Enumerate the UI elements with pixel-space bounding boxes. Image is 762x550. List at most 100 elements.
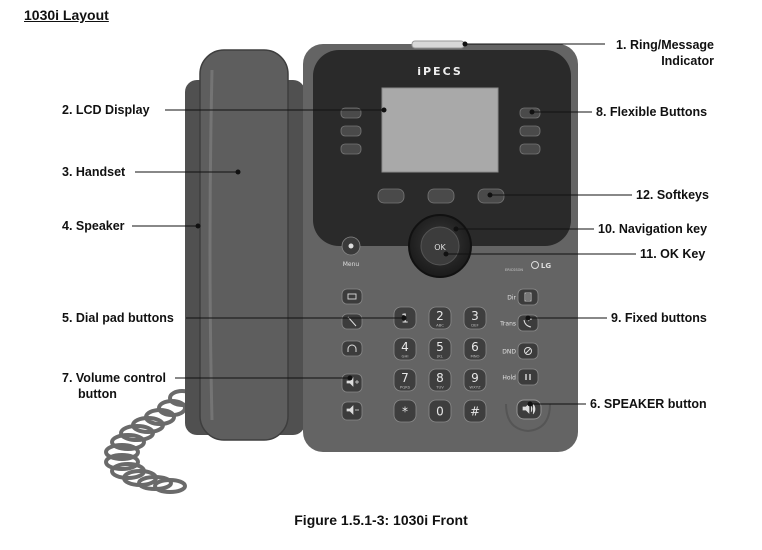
dial-key-digit: 4: [401, 340, 409, 354]
callout-volume-line-2: button: [78, 387, 117, 401]
volume-down-icon: [346, 405, 359, 415]
dot-softkeys: [487, 192, 493, 198]
dial-key-9[interactable]: [463, 368, 487, 392]
dial-key-letters: WXYZ: [469, 385, 481, 390]
ok-key-label: OK: [434, 243, 446, 252]
message-button[interactable]: [341, 288, 363, 305]
callout-softkeys: 12. Softkeys: [636, 188, 709, 202]
callout-navigation: 10. Navigation key: [598, 222, 708, 236]
callout-dots: [195, 41, 535, 407]
dial-key-2[interactable]: [428, 306, 452, 330]
dial-key-digit: 7: [401, 371, 409, 385]
callout-ring-line-2: Indicator: [661, 54, 714, 68]
dot-speaker: [195, 223, 201, 229]
dial-key-letters: DEF: [471, 323, 479, 328]
dot-flexible: [529, 109, 535, 115]
dial-key-digit: 2: [436, 309, 444, 323]
dial-key-digit: 6: [471, 340, 479, 354]
dot-ok: [443, 251, 449, 257]
maker-sub-label: ERICSSON: [505, 268, 523, 272]
callout-speaker-btn: 6. SPEAKER button: [590, 397, 707, 411]
handset-highlight: [208, 69, 214, 421]
ok-key[interactable]: [420, 226, 460, 266]
dial-key-letters: GHI: [402, 354, 409, 359]
callout-ok: 11. OK Key: [640, 247, 706, 261]
figure-caption: Figure 1.5.1-3: 1030i Front: [294, 512, 468, 528]
dot-volume: [347, 375, 353, 381]
callout-ring-line-1: 1. Ring/Message: [616, 38, 714, 52]
dial-key-5[interactable]: [428, 337, 452, 361]
fixed-button-trans[interactable]: [517, 314, 539, 332]
dial-key-digit: 8: [436, 371, 444, 385]
flexible-button[interactable]: [340, 125, 362, 137]
dial-key-digit: *: [402, 405, 408, 419]
dial-key-letters: TUV: [435, 385, 444, 390]
dot-speaker-btn: [527, 401, 533, 407]
callout-speaker: 4. Speaker: [62, 219, 125, 233]
dial-key-8[interactable]: [428, 368, 452, 392]
callout-volume: 7. Volume control button: [62, 370, 166, 402]
dial-key-digit: #: [470, 405, 480, 419]
maker-label: LG: [541, 262, 551, 270]
dial-key-4[interactable]: [393, 337, 417, 361]
dial-key-letters: PQRS: [400, 385, 411, 390]
callout-ring: 1. Ring/Message Indicator: [560, 37, 714, 69]
fixed-button-label: Dir: [507, 295, 516, 302]
handset-cord: [104, 389, 196, 494]
dot-ring: [462, 41, 468, 47]
callout-lines: [132, 43, 636, 405]
lcd-display: [381, 87, 499, 173]
dial-key-digit: 0: [436, 405, 444, 419]
dial-key-digit: 9: [471, 371, 479, 385]
fixed-button-label: Hold: [502, 375, 516, 382]
speaker-recess: [505, 403, 551, 433]
speaker-icon: [522, 403, 536, 415]
dial-key-hash[interactable]: [463, 399, 487, 423]
softkey-1[interactable]: [377, 188, 405, 204]
hold-icon: [525, 374, 531, 380]
fixed-button-hold[interactable]: [517, 368, 539, 386]
flexible-button[interactable]: [519, 143, 541, 155]
dial-key-letters: MNO: [470, 354, 479, 359]
ring-indicator: [411, 40, 465, 49]
dial-key-0[interactable]: [428, 399, 452, 423]
directory-icon: [524, 292, 532, 302]
dial-key-6[interactable]: [463, 337, 487, 361]
dot-fixed: [525, 315, 531, 321]
dial-key-3[interactable]: [463, 306, 487, 330]
softkey-2[interactable]: [427, 188, 455, 204]
callout-volume-line-1: 7. Volume control: [62, 371, 166, 385]
dial-key-digit: 5: [436, 340, 444, 354]
callout-handset: 3. Handset: [62, 165, 126, 179]
callout-flexible: 8. Flexible Buttons: [596, 105, 708, 119]
dnd-icon-slash: [525, 348, 531, 354]
dot-navigation: [453, 226, 459, 232]
dial-key-letters: JKL: [436, 354, 444, 359]
callout-fixed: 9. Fixed buttons: [611, 311, 707, 325]
volume-up-icon: [346, 377, 359, 387]
menu-icon: [348, 243, 354, 249]
headset-icon: [347, 344, 357, 352]
flexible-button[interactable]: [340, 143, 362, 155]
headset-button[interactable]: [341, 340, 363, 357]
fixed-button-label: DND: [502, 349, 516, 356]
callout-lcd: 2. LCD Display: [62, 103, 150, 117]
menu-label: Menu: [343, 261, 360, 268]
dial-key-digit: 3: [471, 309, 479, 323]
lg-logo-icon: [531, 261, 539, 269]
fixed-button-label: Trans: [499, 321, 516, 328]
dial-key-7[interactable]: [393, 368, 417, 392]
flexible-button[interactable]: [519, 125, 541, 137]
dial-key-letters: ABC: [436, 323, 444, 328]
handset: [199, 49, 289, 441]
dnd-icon: [524, 347, 532, 355]
dot-handset: [235, 169, 241, 175]
callout-dialpad: 5. Dial pad buttons: [62, 311, 174, 325]
brand-logo: iPECS: [417, 65, 463, 78]
dot-dialpad: [401, 315, 407, 321]
figure-heading: 1030i Layout: [24, 7, 109, 23]
dot-lcd: [381, 107, 387, 113]
dial-key-star[interactable]: [393, 399, 417, 423]
envelope-icon: [347, 293, 357, 300]
